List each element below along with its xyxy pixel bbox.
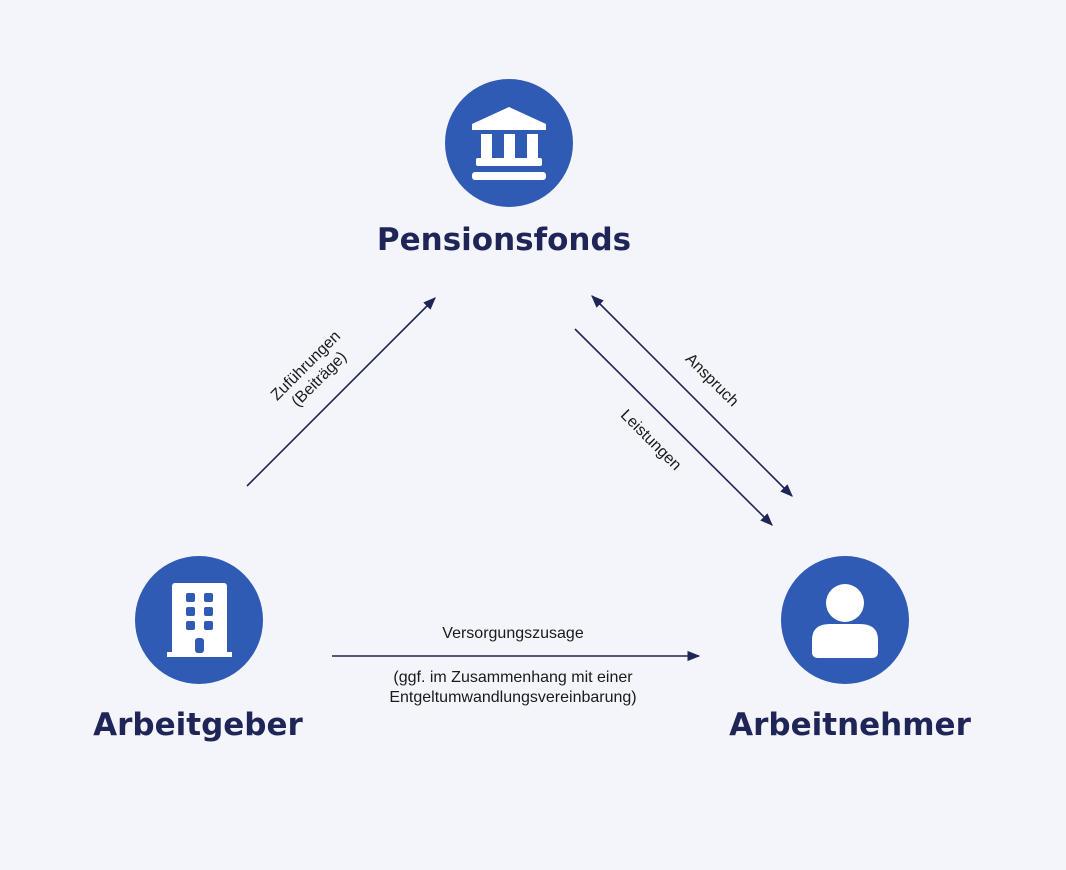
- person-icon: [812, 584, 878, 658]
- arbeitnehmer-node: Arbeitnehmer: [729, 556, 972, 743]
- arbeitgeber-node: Arbeitgeber: [93, 556, 304, 743]
- bank-icon: [472, 107, 546, 180]
- versorgung-note-line1: (ggf. im Zusammenhang mit einer: [393, 669, 633, 686]
- arbeitgeber-label: Arbeitgeber: [93, 707, 303, 743]
- versorgungszusage-label: Versorgungszusage: [442, 625, 584, 642]
- versorgung-note-line2: Entgeltumwandlungsvereinbarung): [389, 689, 636, 706]
- building-icon: [167, 583, 232, 657]
- anspruch-arrow: [591, 295, 793, 497]
- pensionsfonds-node: Pensionsfonds: [377, 79, 631, 258]
- leistungen-arrow: [574, 328, 773, 526]
- zufuehrungen-arrow: [246, 297, 436, 487]
- arbeitnehmer-label: Arbeitnehmer: [729, 707, 971, 743]
- pensionsfonds-label: Pensionsfonds: [377, 222, 631, 258]
- leistungen-label: Leistungen: [617, 407, 684, 474]
- anspruch-label: Anspruch: [682, 350, 742, 410]
